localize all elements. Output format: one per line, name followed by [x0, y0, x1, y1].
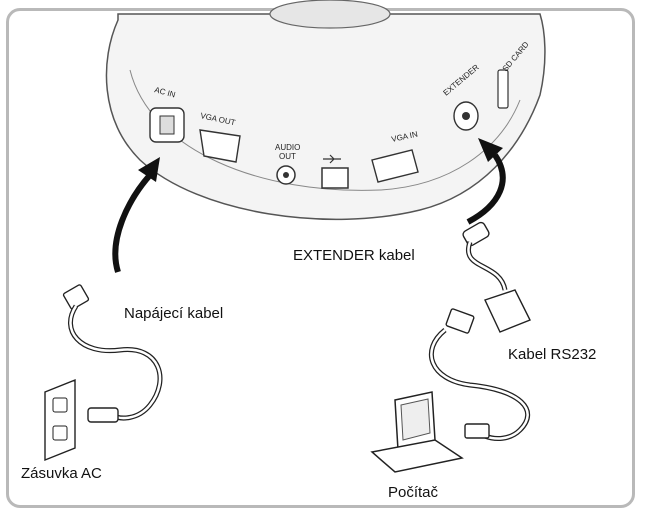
extender-port: [453, 101, 479, 131]
extender-arrow: [466, 138, 506, 225]
extender-cable-drawing: [462, 221, 508, 291]
device-body: [105, 0, 546, 221]
vga-out-port: [199, 129, 241, 163]
audio-out-label-line2: OUT: [279, 152, 296, 161]
vga-in-port: [371, 149, 419, 183]
ac-in-port: [149, 107, 185, 143]
power-arrow: [112, 157, 160, 273]
rs232-cable-label: Kabel RS232: [508, 346, 597, 363]
audio-out-label-line1: AUDIO: [275, 143, 300, 152]
usb-port: [321, 154, 349, 189]
power-cable: [62, 284, 163, 423]
rs232-cable: [428, 328, 531, 441]
ac-outlet: [44, 378, 76, 462]
extender-cable-label: EXTENDER kabel: [293, 247, 415, 264]
power-cable-label: Napájecí kabel: [124, 305, 224, 322]
ac-outlet-label: Zásuvka AC: [21, 465, 102, 482]
rs232-adapter: [445, 289, 531, 334]
audio-out-port: [276, 165, 296, 185]
computer-label: Počítač: [388, 484, 439, 501]
laptop: [370, 391, 464, 473]
sd-card-slot: [497, 69, 509, 109]
